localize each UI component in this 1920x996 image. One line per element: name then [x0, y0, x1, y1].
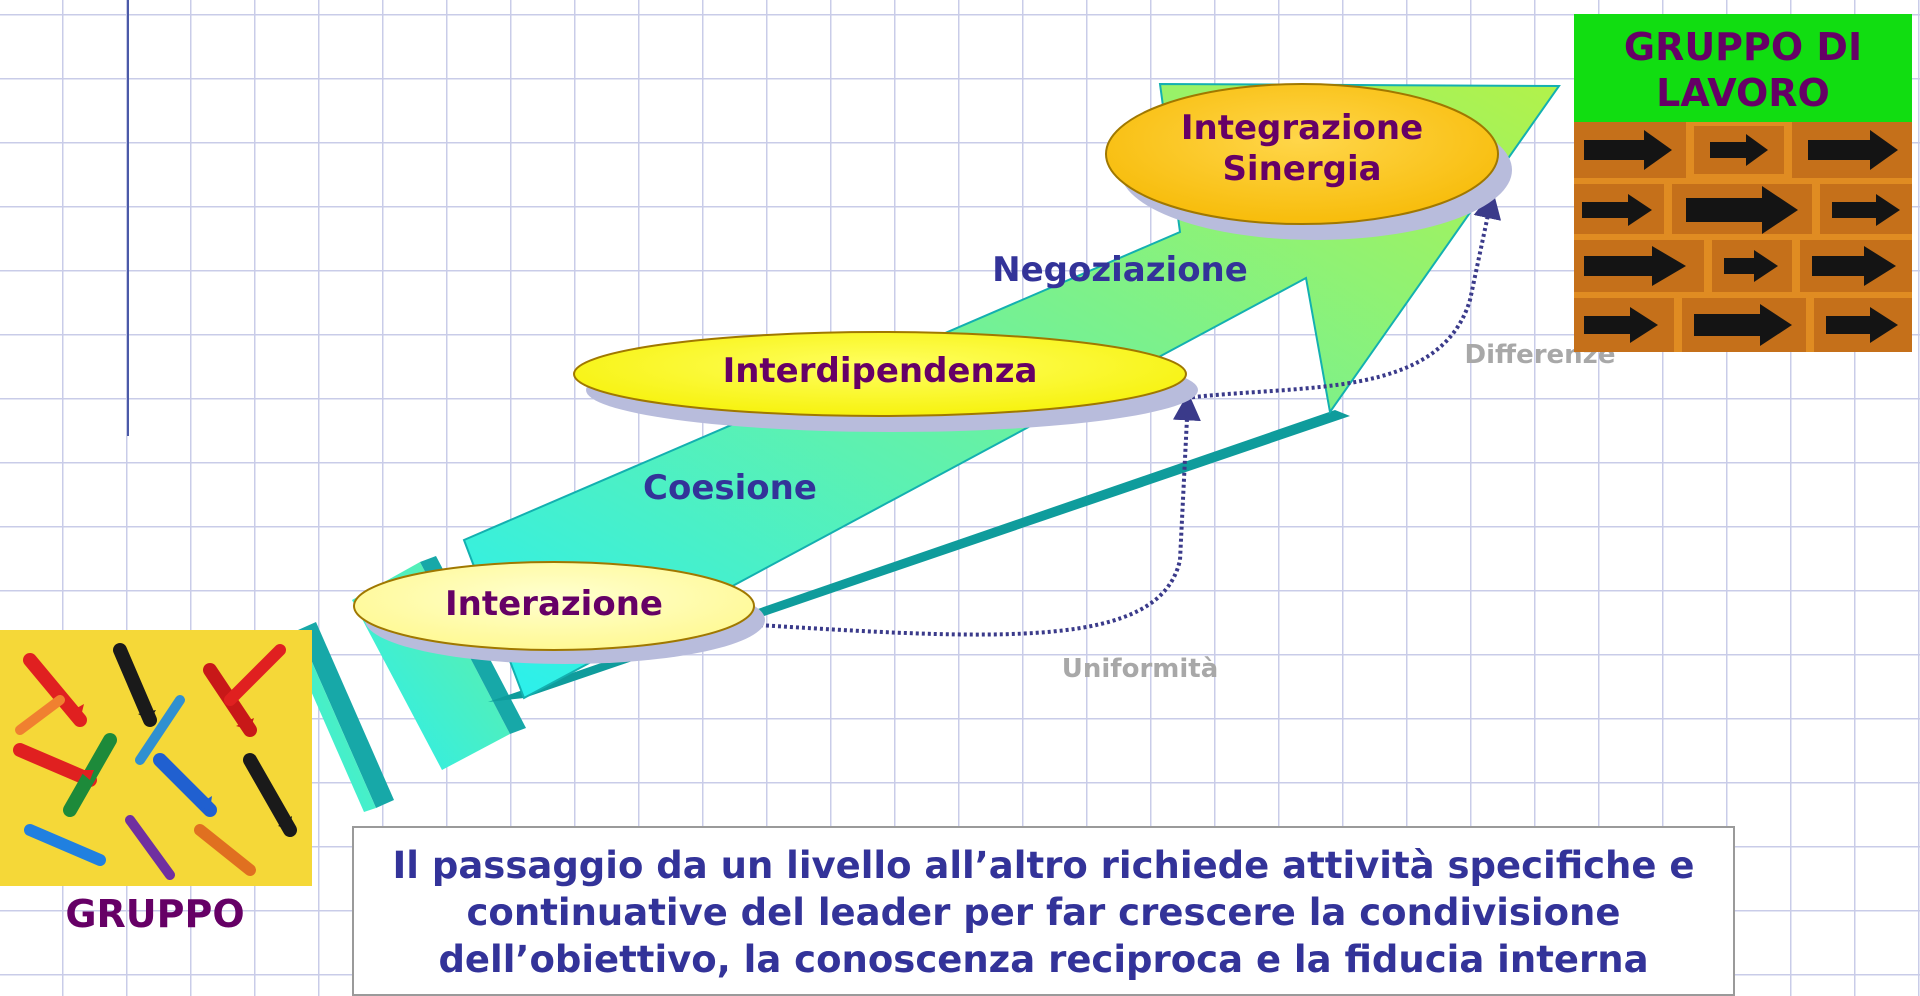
stage-oval-interdipendenza — [573, 331, 1198, 432]
side-label-uniformita: Uniformità — [1061, 654, 1219, 684]
stage-label-interazione: Interazione — [445, 584, 663, 624]
slide-rule-line — [127, 0, 129, 436]
transition-label-coesione: Coesione — [643, 468, 817, 508]
aligned-arrows-image — [1574, 122, 1912, 352]
stage-oval-integrazione — [1105, 83, 1512, 240]
goal-title: GRUPPO DI LAVORO — [1574, 14, 1912, 122]
stage-label-interdipendenza: Interdipendenza — [722, 351, 1038, 391]
start-label: GRUPPO — [65, 892, 245, 936]
leader-note: Il passaggio da un livello all’altro ric… — [352, 826, 1735, 996]
stage-label-integrazione: Integrazione Sinergia — [1180, 108, 1424, 190]
stage-oval-interazione — [353, 561, 765, 664]
connector-differenze — [1185, 190, 1502, 400]
scattered-arrows-image — [0, 630, 312, 886]
transition-label-negoziazione: Negoziazione — [992, 250, 1248, 290]
connector-uniformita — [741, 392, 1201, 637]
